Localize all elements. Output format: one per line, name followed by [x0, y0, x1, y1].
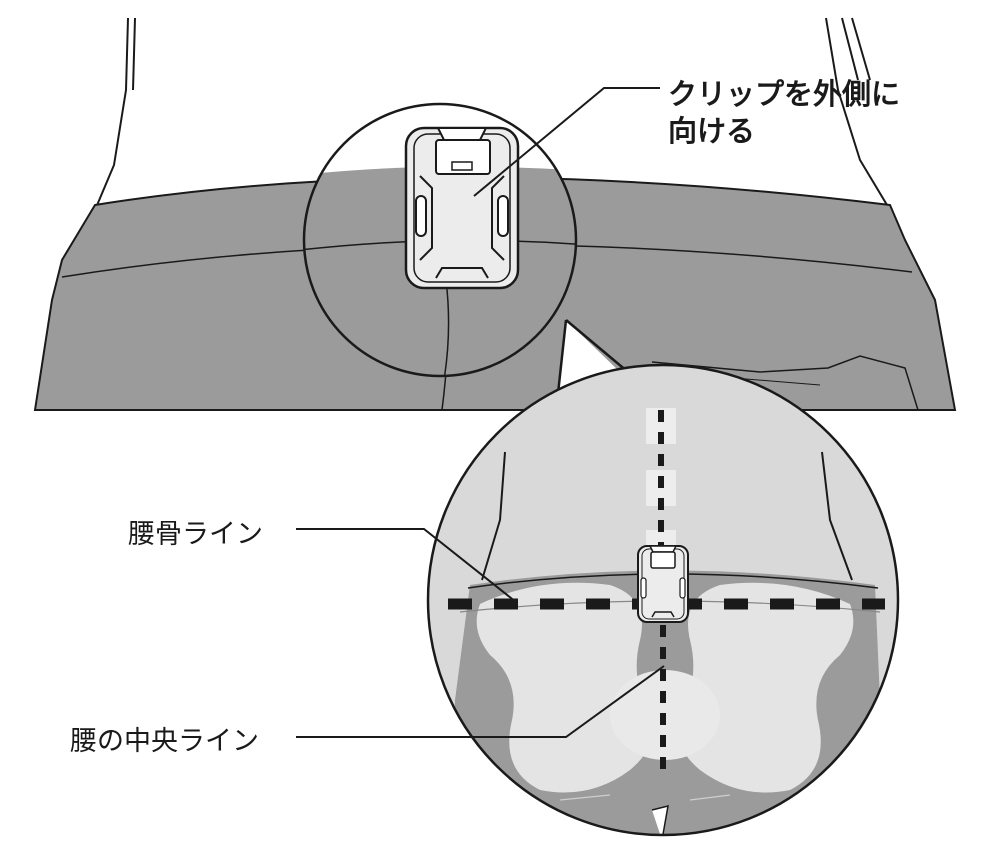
clip-orientation-line1: クリップを外側に	[668, 77, 901, 111]
magnifier-bottom-ring	[426, 363, 900, 837]
right-torso-edge	[825, 17, 891, 211]
center-callout-leader	[296, 665, 665, 738]
right-arm-edge-2	[851, 17, 871, 81]
right-arm-edge	[841, 17, 859, 81]
hip-bone-line-label: 腰骨ライン	[128, 519, 263, 550]
magnifier-bottom	[426, 363, 900, 837]
connector-edge-right	[565, 319, 629, 373]
magnifier-top-ring	[302, 102, 578, 378]
waist-center-line-label: 腰の中央ライン	[70, 726, 259, 757]
clip-device-large	[404, 126, 520, 290]
left-torso-edge	[94, 17, 129, 211]
left-arm-edge	[132, 17, 136, 91]
clip-callout-leader	[473, 87, 660, 197]
back-pocket	[651, 355, 919, 411]
hip-callout-leader	[296, 528, 517, 603]
clip-orientation-callout: クリップを外側に 向ける	[668, 76, 900, 150]
clip-device-small	[637, 545, 689, 623]
clip-orientation-line2: 向ける	[668, 114, 756, 148]
